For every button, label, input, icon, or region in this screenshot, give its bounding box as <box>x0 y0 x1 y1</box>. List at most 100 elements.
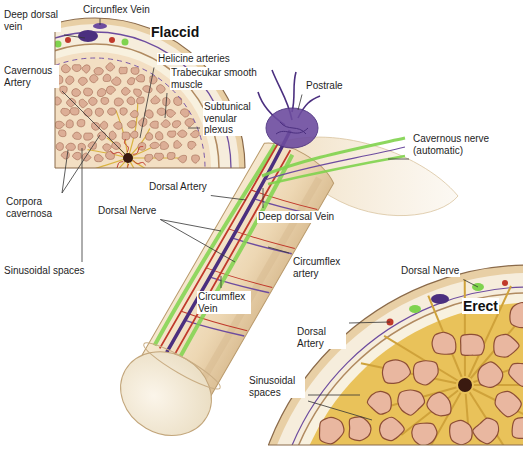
sinusoid <box>174 140 182 148</box>
sinusoid <box>106 86 115 94</box>
fascia <box>258 273 523 445</box>
sinusoid <box>382 360 410 383</box>
sinusoid <box>127 78 134 85</box>
sinusoid <box>114 122 123 130</box>
sinusoid <box>161 141 169 149</box>
state-title: Erect <box>462 298 499 314</box>
tunica-albuginea <box>278 293 523 445</box>
sinusoid <box>512 418 523 439</box>
anatomy-label: Deep dorsal vein <box>3 9 61 32</box>
sinusoid <box>111 77 121 86</box>
anatomy-label: Sinusoidal spaces <box>3 265 86 277</box>
sinusoid <box>145 110 154 118</box>
sinusoid <box>127 121 136 129</box>
sinusoid <box>95 108 103 116</box>
cavernous-vein <box>265 147 405 180</box>
deep-dorsal-vein <box>78 30 98 42</box>
sinusoid <box>143 86 152 93</box>
skin <box>250 265 523 445</box>
dorsal-nerve <box>409 305 421 313</box>
sinusoid <box>66 143 76 150</box>
sinusoid <box>146 133 153 141</box>
sinusoid <box>61 64 70 72</box>
sinusoid <box>56 143 63 151</box>
helicine-artery <box>113 162 123 168</box>
section-edge <box>268 445 523 446</box>
flaccid-section <box>55 18 245 168</box>
sinusoid <box>120 108 127 115</box>
sinusoid <box>172 121 180 128</box>
helicine-artery <box>133 147 143 155</box>
leader-line <box>165 93 167 118</box>
trabecula <box>385 385 465 407</box>
sinusoid <box>114 98 123 106</box>
sinusoid <box>100 121 107 129</box>
anatomy-label: Cavernous nerve (automatic) <box>412 133 504 156</box>
sinusoid <box>119 67 127 74</box>
helicine-artery <box>134 160 146 165</box>
sinusoid <box>106 63 115 72</box>
trabecula <box>465 385 523 420</box>
sinusoid <box>319 417 343 444</box>
sinusoid <box>79 99 88 108</box>
sinusoid <box>130 131 138 138</box>
sinusoid <box>90 75 98 83</box>
sinusoid <box>154 153 163 160</box>
anatomy-label: Dorsal Artery <box>148 181 208 193</box>
sinusoid <box>178 155 187 163</box>
sinusoid <box>127 97 135 105</box>
anatomy-label: Trabecukar smooth muscle <box>170 67 270 90</box>
sinusoid <box>121 87 130 95</box>
leader-line <box>221 276 222 288</box>
sinusoid <box>134 89 142 97</box>
sinusoid <box>478 362 503 387</box>
sinusoid <box>73 152 82 159</box>
sinusoid <box>494 334 519 357</box>
sinusoid <box>157 85 166 94</box>
sinusoid <box>413 361 438 385</box>
leader-line <box>160 220 221 232</box>
sinusoids <box>319 302 523 445</box>
sinusoid <box>367 391 391 414</box>
leader-line <box>298 95 302 111</box>
sinusoid <box>177 130 186 138</box>
sinusoid <box>70 108 79 115</box>
sinusoid <box>167 153 175 160</box>
leader-line <box>188 128 200 129</box>
sinusoid <box>82 65 90 73</box>
helicine-artery <box>124 139 128 152</box>
sinusoid <box>92 123 100 131</box>
sinusoid <box>84 88 93 96</box>
trabecula <box>464 280 466 385</box>
dorsal-artery <box>65 37 71 43</box>
corona <box>140 337 224 395</box>
sinusoid <box>185 118 195 126</box>
cavernous-artery <box>457 377 473 393</box>
sinusoid <box>72 65 81 72</box>
sinusoid <box>55 97 61 105</box>
sinusoid <box>55 121 64 129</box>
leader-line <box>268 247 289 253</box>
sinusoid <box>94 68 103 75</box>
sinusoid <box>89 97 98 105</box>
sinusoid <box>72 89 81 97</box>
sinusoid <box>509 363 523 386</box>
sinusoid <box>450 420 472 444</box>
sinusoid <box>130 110 138 117</box>
anatomy-label: Dorsal Nerve <box>97 205 157 217</box>
sinusoid <box>109 131 116 140</box>
sinusoid <box>78 77 87 85</box>
sinusoid <box>150 142 160 148</box>
sinusoid <box>131 68 139 75</box>
anatomy-label: Helicine arteries <box>157 53 231 65</box>
anatomy-label: Circumflex Vein <box>197 291 251 314</box>
sinusoid <box>61 108 70 116</box>
anatomy-label: Corpora cavernosa <box>5 196 59 219</box>
sinusoid <box>84 108 92 116</box>
sinusoid <box>380 417 405 440</box>
section-edge <box>55 24 245 168</box>
sinusoid <box>349 417 371 441</box>
sinusoid <box>108 108 117 115</box>
prostate <box>266 108 318 148</box>
sinusoid <box>151 96 160 104</box>
